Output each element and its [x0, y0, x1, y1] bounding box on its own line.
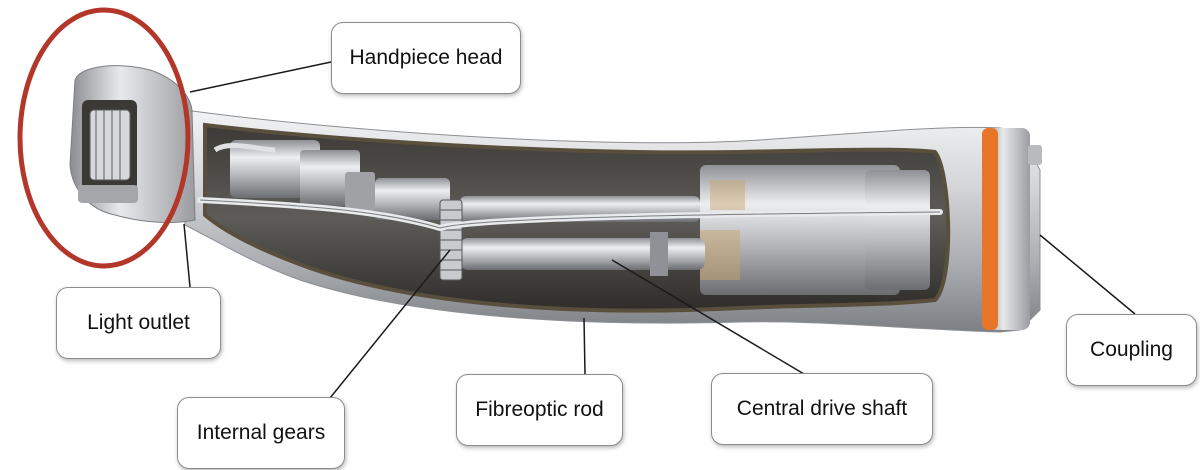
head-highlight-ring [17, 7, 191, 269]
label-light-outlet: Light outlet [87, 311, 190, 334]
callout-internal-gears: Internal gears [177, 397, 345, 469]
callout-coupling: Coupling [1066, 314, 1197, 386]
callout-fibreoptic-rod: Fibreoptic rod [456, 374, 623, 446]
label-internal-gears: Internal gears [196, 421, 326, 444]
head-gear-assembly [89, 109, 131, 181]
internal-gears [439, 199, 463, 281]
leader-handpiece-head [189, 61, 332, 93]
coupling-orange-band [982, 128, 998, 330]
callout-light-outlet: Light outlet [56, 287, 221, 359]
leader-central-drive-shaft [611, 259, 805, 375]
label-coupling: Coupling [1090, 338, 1173, 361]
leader-fibreoptic-rod [583, 317, 586, 375]
callout-central-drive-shaft: Central drive shaft [711, 373, 933, 445]
label-central-drive-shaft: Central drive shaft [736, 397, 908, 420]
callout-handpiece-head: Handpiece head [331, 22, 521, 94]
label-fibreoptic-rod: Fibreoptic rod [475, 398, 604, 421]
leader-coupling [1039, 234, 1136, 315]
central-drive-shaft [460, 238, 705, 270]
leader-light-outlet [183, 223, 191, 288]
label-handpiece-head: Handpiece head [349, 46, 503, 69]
leader-internal-gears [329, 249, 451, 399]
motor-housing [700, 165, 900, 295]
